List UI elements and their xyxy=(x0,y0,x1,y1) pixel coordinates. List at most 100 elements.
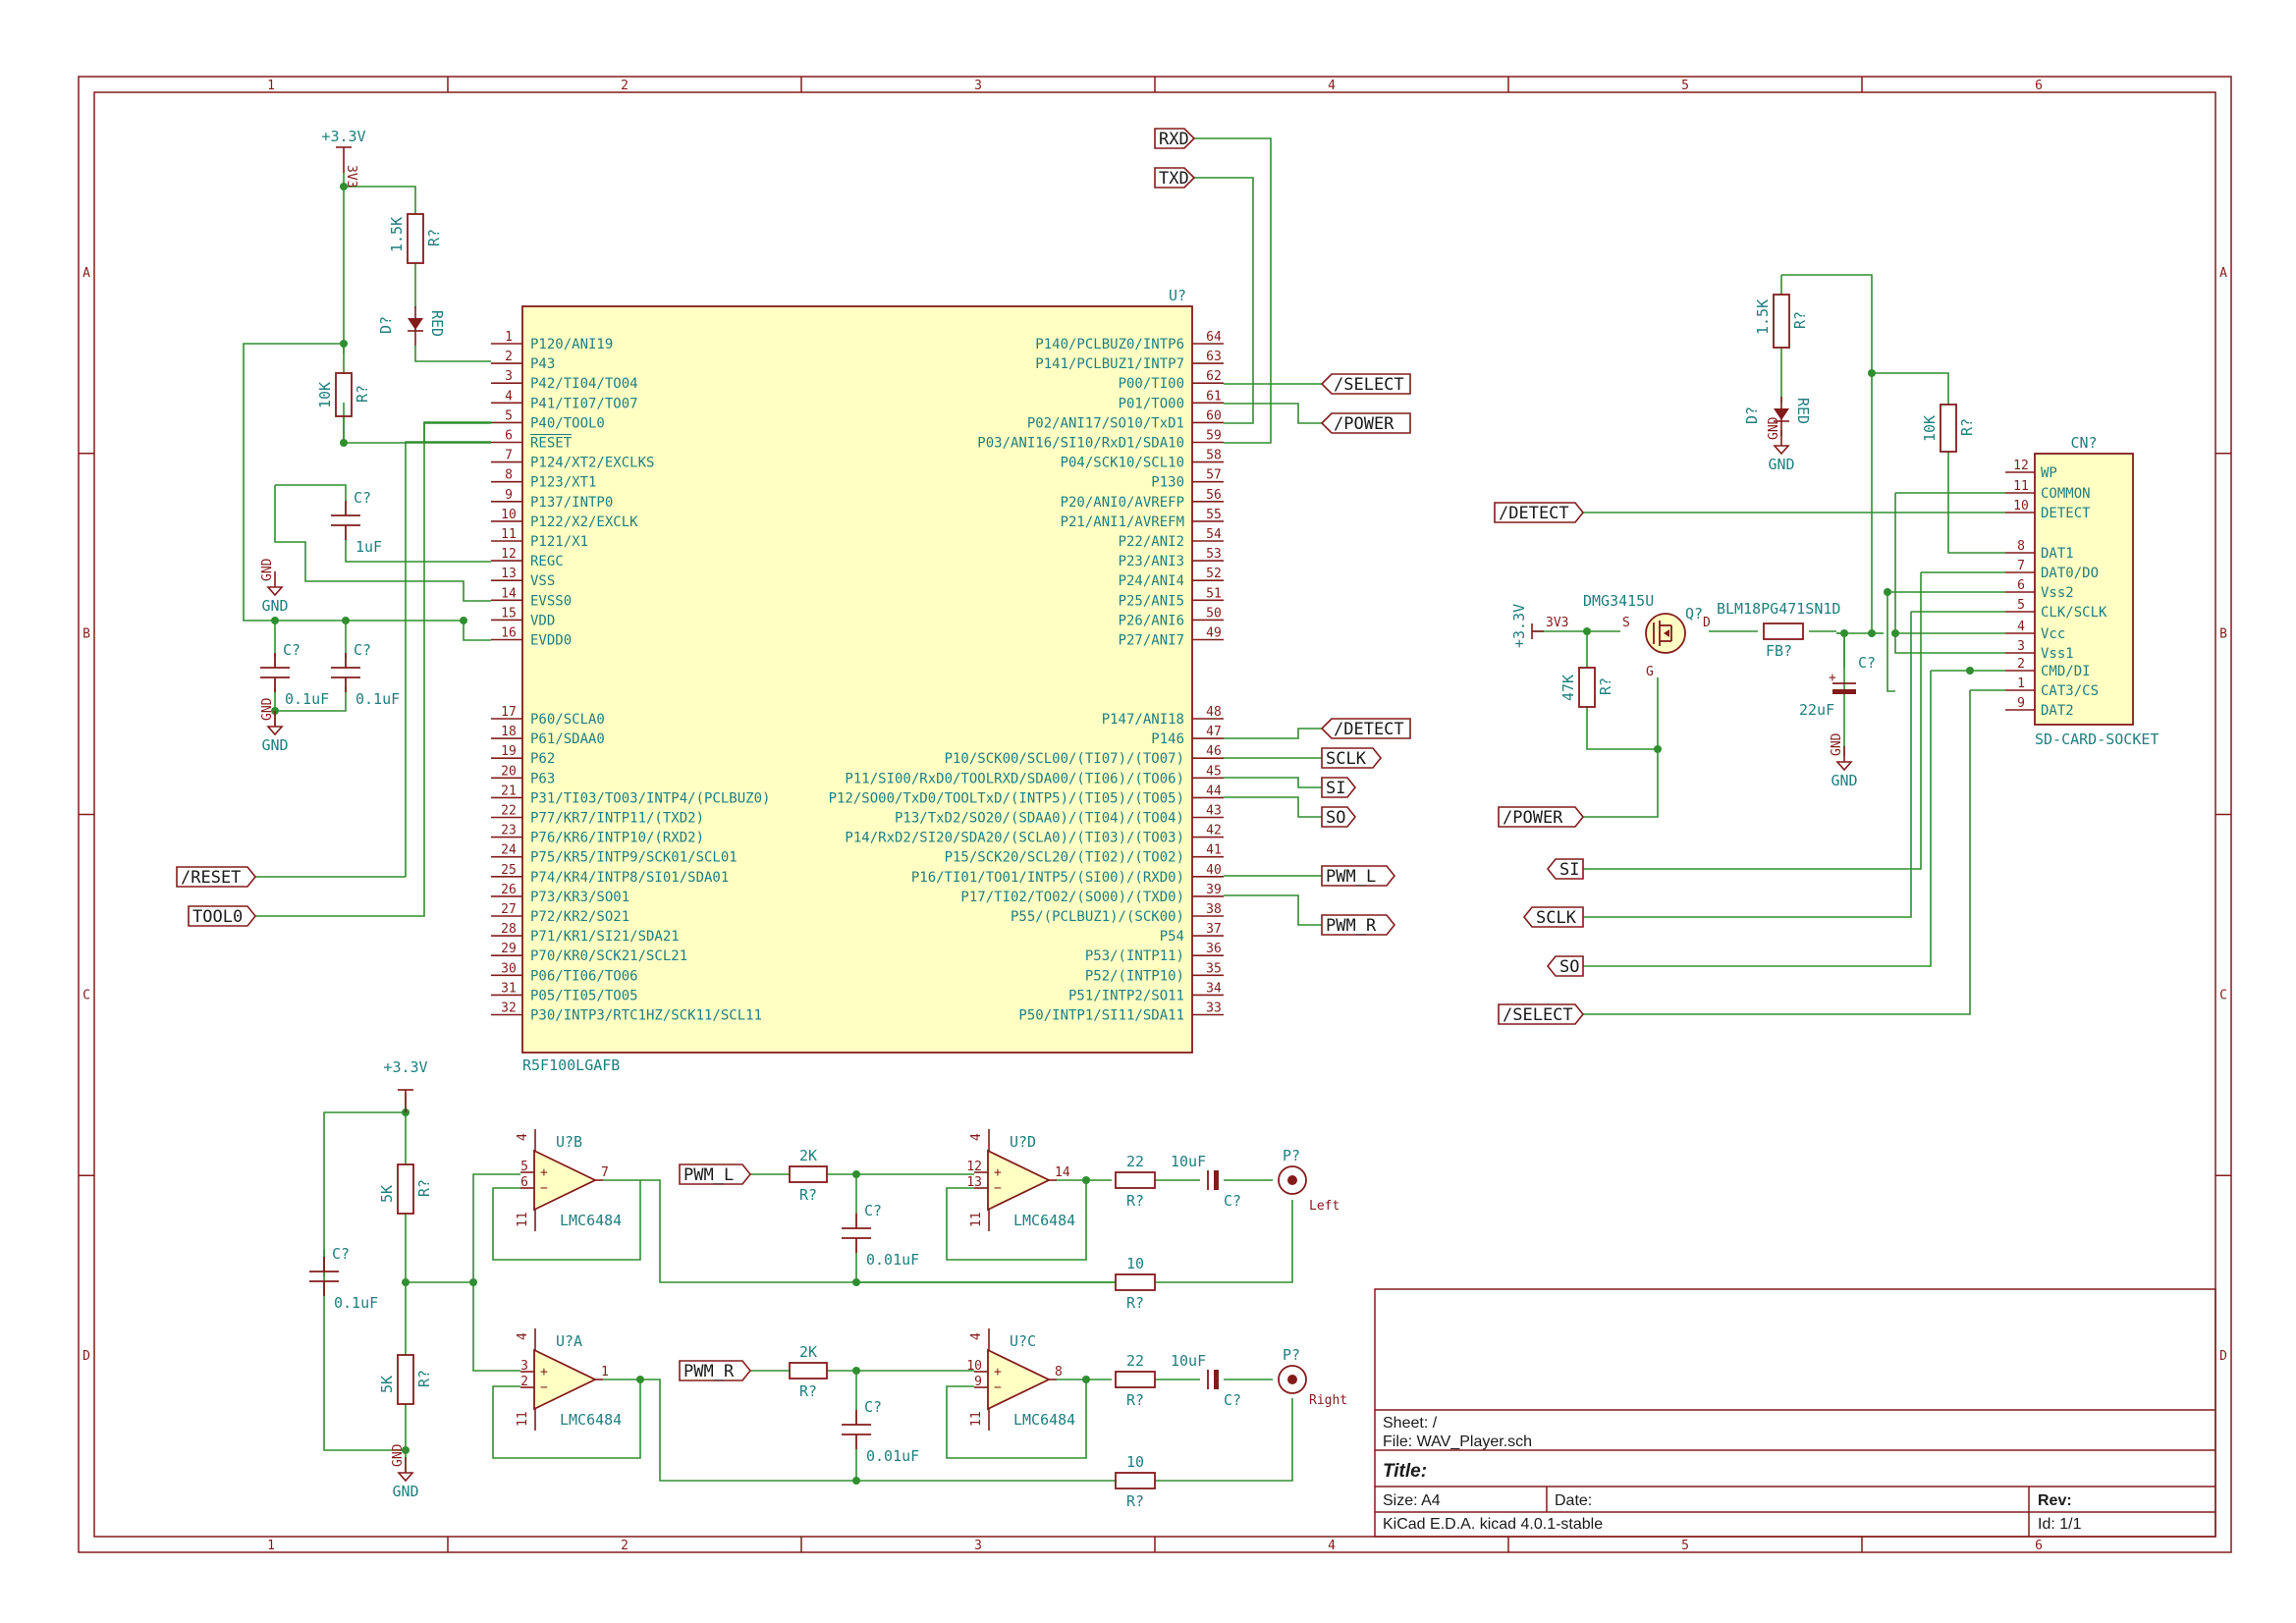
svg-text:PWM_R: PWM_R xyxy=(1326,916,1377,936)
vcc-symbol-mosfet: +3.3V 3V3 xyxy=(1510,604,1568,648)
pin-name: P20/ANI0/AVREFP xyxy=(1061,495,1184,511)
svg-text:GND: GND xyxy=(1767,416,1781,440)
pin-name: P24/ANI4 xyxy=(1119,573,1184,589)
label-power-sd: /POWER xyxy=(1498,806,1585,828)
svg-text:R?: R? xyxy=(415,1370,433,1387)
svg-text:−: − xyxy=(540,1181,548,1196)
pin-name: WP xyxy=(2041,465,2057,481)
sd-value: SD-CARD-SOCKET xyxy=(2035,730,2159,748)
svg-text:GND: GND xyxy=(261,736,288,754)
pin-number: 58 xyxy=(1206,449,1222,463)
frame-col-label-bottom: 4 xyxy=(1328,1539,1336,1553)
svg-text:/DETECT: /DETECT xyxy=(1334,720,1404,739)
tb-title: Title: xyxy=(1383,1461,1427,1482)
pin-name: P55/(PCLBUZ1)/(SCK00) xyxy=(1011,909,1184,925)
pin-name: VDD xyxy=(530,613,555,628)
svg-text:22uF: 22uF xyxy=(1799,701,1834,719)
led-sd: D? RED xyxy=(1743,397,1812,436)
label-si-sd: SI xyxy=(1546,858,1584,880)
pin-number: 28 xyxy=(501,922,517,937)
svg-text:GND: GND xyxy=(1768,456,1794,473)
svg-text:GND: GND xyxy=(392,1483,418,1500)
svg-text:/POWER: /POWER xyxy=(1503,808,1563,828)
svg-text:Left: Left xyxy=(1309,1199,1339,1214)
svg-text:10K: 10K xyxy=(1921,415,1939,442)
pin-name: P141/PCLBUZ1/INTP7 xyxy=(1035,356,1184,372)
pin-number: 42 xyxy=(1206,824,1222,839)
junctions xyxy=(271,183,1974,1485)
pin-name: Vss2 xyxy=(2041,585,2074,601)
pin-number: 24 xyxy=(501,843,517,858)
svg-text:GND: GND xyxy=(260,697,275,721)
capacitor: C?0.1uF xyxy=(260,641,329,708)
svg-text:2K: 2K xyxy=(799,1343,817,1361)
svg-text:+: + xyxy=(540,1365,548,1380)
pin-number: 8 xyxy=(505,468,513,483)
frame-col-label-top: 2 xyxy=(621,79,629,93)
svg-text:10: 10 xyxy=(1126,1453,1144,1471)
label-si-mcu: SI xyxy=(1321,777,1357,798)
vcc-symbol-mcu: +3.3V 3V3 xyxy=(321,128,365,188)
svg-text:+: + xyxy=(994,1165,1002,1180)
label-sclk-mcu: SCLK xyxy=(1321,747,1383,769)
pin-name: P41/TI07/TO07 xyxy=(530,396,638,411)
svg-text:0.01uF: 0.01uF xyxy=(866,1447,919,1465)
svg-text:−: − xyxy=(994,1380,1002,1395)
svg-text:3V3: 3V3 xyxy=(1546,616,1568,630)
frame-col-label-top: 4 xyxy=(1328,79,1336,93)
svg-text:RXD: RXD xyxy=(1159,130,1189,149)
pin-name: DETECT xyxy=(2041,506,2091,521)
label-so-mcu: SO xyxy=(1321,806,1357,828)
svg-text:R?: R? xyxy=(799,1186,817,1204)
svg-text:SO: SO xyxy=(1326,808,1345,828)
svg-text:14: 14 xyxy=(1055,1165,1070,1180)
pin-name: EVDD0 xyxy=(530,633,572,649)
pin-number: 11 xyxy=(501,527,517,542)
pin-name: P140/PCLBUZ0/INTP6 xyxy=(1035,337,1184,352)
svg-text:10: 10 xyxy=(1126,1255,1144,1272)
tb-tool: KiCad E.D.A. kicad 4.0.1-stable xyxy=(1383,1516,1603,1533)
pin-number: 1 xyxy=(2017,676,2025,691)
pin-number: 31 xyxy=(501,981,517,996)
pin-name: P147/ANI18 xyxy=(1102,712,1184,728)
pin-number: 1 xyxy=(505,330,513,345)
pin-number: 25 xyxy=(501,863,517,878)
pin-name: P124/XT2/EXCLKS xyxy=(530,456,654,471)
pin-number: 2 xyxy=(2017,657,2025,672)
pin-number: 4 xyxy=(505,389,513,404)
capacitor-polarized: +C?22uF xyxy=(1799,654,1876,719)
pin-name: P17/TI02/TO02/(SO00)/(TXD0) xyxy=(960,890,1184,905)
mcu-pin-left: 4 P41/TI07/TO07 xyxy=(491,389,638,411)
svg-text:PWM_L: PWM_L xyxy=(1326,867,1376,887)
svg-text:R?: R? xyxy=(415,1179,433,1197)
frame-col-label-top: 3 xyxy=(974,79,982,93)
svg-text:P?: P? xyxy=(1283,1346,1300,1364)
svg-text:U?C: U?C xyxy=(1010,1332,1036,1350)
pin-name: P25/ANI5 xyxy=(1119,593,1184,609)
svg-text:D?: D? xyxy=(1743,406,1761,424)
label-pwm-r-audio: PWM_R xyxy=(679,1360,752,1381)
